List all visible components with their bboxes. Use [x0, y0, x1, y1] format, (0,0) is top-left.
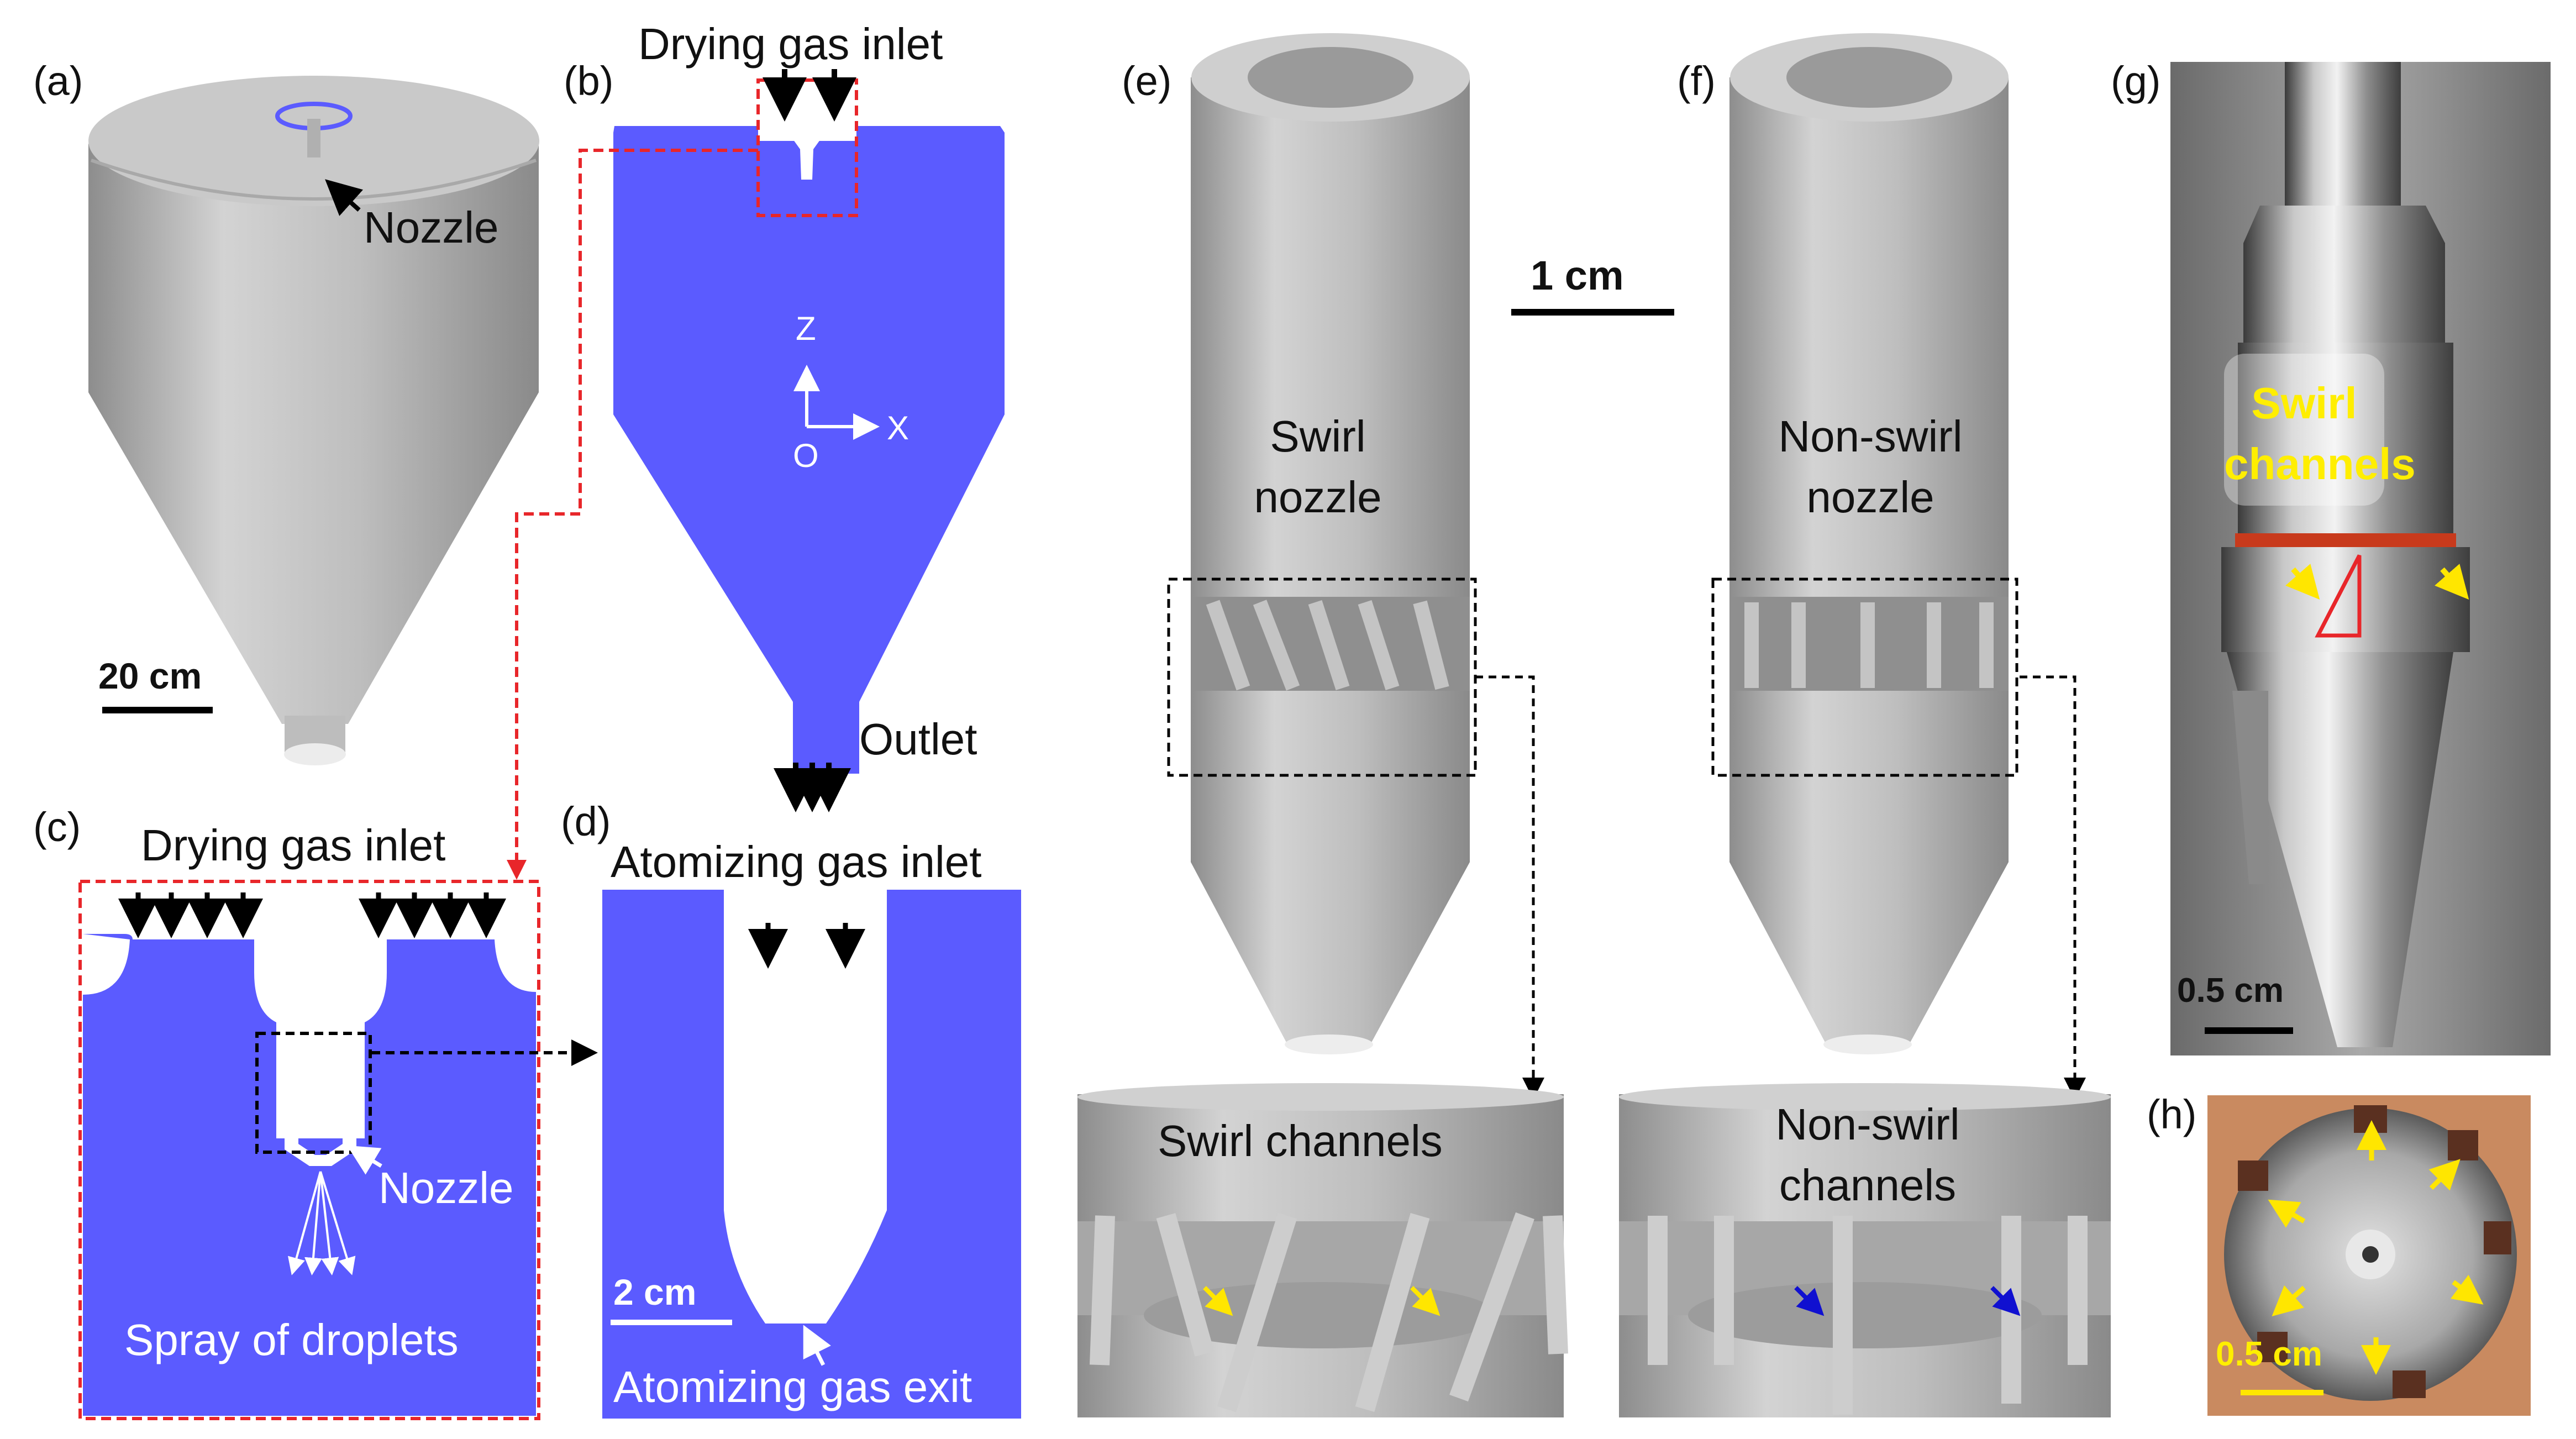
panel-d-domain: [602, 890, 1021, 1419]
nozzle-pointer-arrow: [325, 179, 364, 216]
non-swirl-region-box: [1711, 577, 2018, 777]
outlet-label: Outlet: [859, 715, 977, 764]
drying-gas-inlet-label-c: Drying gas inlet: [141, 821, 446, 870]
drying-gas-inlet-arrows-c: [118, 892, 506, 938]
nozzle-sketch-b: [790, 111, 823, 180]
swirl-nozzle-line1: Swirl: [1270, 412, 1366, 461]
zoom-swirl-channels: [1077, 1083, 1568, 1417]
yellow-arrows-g: [2285, 564, 2469, 600]
panel-g-photo: [2170, 62, 2551, 1055]
scale-label-a: 20 cm: [98, 655, 202, 696]
scale-label-h: 0.5 cm: [2216, 1335, 2323, 1373]
panel-label-b: (b): [564, 58, 614, 104]
connector-b-to-c: [507, 149, 758, 880]
panel-label-c: (c): [33, 804, 81, 850]
panel-label-a: (a): [33, 58, 83, 104]
non-swirl-nozzle-line2: nozzle: [1806, 472, 1934, 522]
scale-label-g: 0.5 cm: [2177, 971, 2284, 1010]
outlet-arrows: [774, 763, 851, 812]
spray-label: Spray of droplets: [124, 1315, 459, 1364]
panel-f-nozzle: [1729, 33, 2009, 1054]
nozzle-label-c: Nozzle: [378, 1163, 514, 1212]
axes-indicator: [793, 365, 880, 440]
yellow-arrows-h: [2268, 1120, 2484, 1375]
axis-z-label: Z: [796, 310, 816, 347]
non-swirl-channels-line2: channels: [1779, 1160, 1957, 1210]
atomizing-gas-inlet-label: Atomizing gas inlet: [611, 837, 982, 886]
swirl-channels-label: Swirl channels: [1158, 1116, 1443, 1165]
atomizing-gas-exit-label: Atomizing gas exit: [613, 1362, 972, 1411]
connector-f-zoom: [2020, 675, 2086, 1100]
scale-label-d: 2 cm: [613, 1272, 697, 1312]
panel-e-nozzle: [1191, 33, 1470, 1054]
swirl-channels-photo-line2: channels: [2224, 439, 2416, 489]
nozzle-sketch-d: [743, 962, 848, 1324]
axis-origin-label: O: [793, 437, 819, 474]
non-swirl-nozzle-line1: Non-swirl: [1778, 412, 1963, 461]
panel-label-d: (d): [561, 799, 611, 844]
zoom-non-swirl-channels: [1619, 1083, 2111, 1417]
panel-b-domain: [613, 126, 1005, 774]
drying-gas-inlet-arrows-b: [763, 69, 856, 122]
yellow-arrows-e: [1203, 1286, 1441, 1316]
nozzle-label-a: Nozzle: [364, 203, 499, 252]
panel-label-e: (e): [1122, 58, 1172, 104]
non-swirl-channels-line1: Non-swirl: [1775, 1100, 1960, 1149]
panel-c-frame: [78, 880, 540, 1420]
scale-label-ef: 1 cm: [1531, 253, 1624, 298]
panel-label-g: (g): [2111, 58, 2161, 104]
spray-arrows: [288, 1171, 356, 1275]
panel-a-dryer: [88, 76, 539, 765]
swirl-channels-photo-line1: Swirl: [2251, 379, 2357, 428]
panel-label-h: (h): [2147, 1091, 2197, 1137]
atomizing-inlet-arrows: [748, 923, 865, 969]
nozzle-pointer-c: [346, 1145, 382, 1175]
connector-e-zoom: [1475, 675, 1544, 1100]
drying-gas-inlet-label-b: Drying gas inlet: [638, 19, 943, 69]
axis-x-label: X: [887, 409, 910, 447]
nozzle-region-box-c: [255, 1032, 372, 1154]
nozzle-region-box-b: [756, 78, 858, 217]
atomizing-exit-pointer: [803, 1325, 831, 1366]
swirl-nozzle-line2: nozzle: [1254, 472, 1382, 522]
panel-label-f: (f): [1677, 58, 1716, 104]
blue-arrows-f: [1794, 1286, 2021, 1316]
